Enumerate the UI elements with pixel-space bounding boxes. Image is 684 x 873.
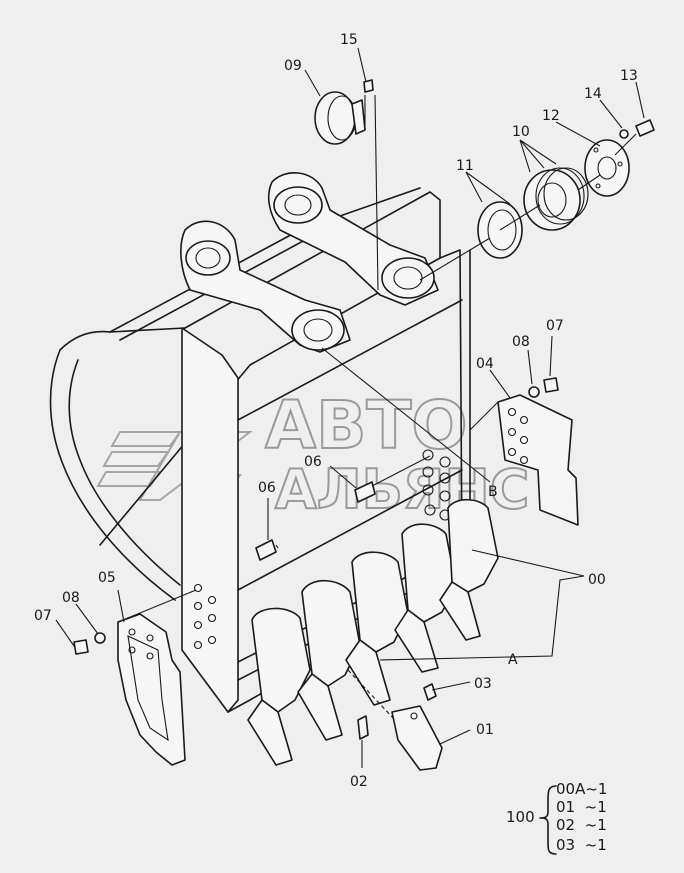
nut-07-left — [73, 639, 89, 655]
bolt-06-lower — [255, 539, 279, 561]
callout-leaders — [55, 47, 645, 768]
lug-boss-right — [381, 257, 435, 299]
tooth-5 — [439, 498, 499, 641]
callout-03: 03 — [474, 676, 492, 692]
teeth-set — [247, 498, 499, 771]
pin-02 — [357, 715, 369, 740]
callout-08-right: 08 — [512, 334, 530, 350]
callout-01: 01 — [476, 722, 494, 738]
legend-row-3: 02 ~1 — [556, 816, 607, 834]
kit-number: 100 — [506, 808, 535, 826]
washer-08-right — [528, 386, 540, 398]
callout-14: 14 — [584, 86, 602, 102]
kit-legend: 100 00A~1 01 ~1 02 ~1 03 ~1 — [506, 780, 607, 855]
nut-07-right — [543, 377, 559, 393]
lug-boss-left — [185, 240, 231, 276]
lock-03 — [423, 683, 437, 701]
watermark-line-1: АВТО — [265, 387, 468, 464]
callout-13: 13 — [620, 68, 638, 84]
plate-12 — [584, 139, 630, 197]
callout-12: 12 — [542, 108, 560, 124]
seal-cap-09 — [314, 91, 366, 145]
tooth-exploded — [391, 705, 443, 771]
washer-08-left — [94, 632, 106, 644]
callout-labels: 15 09 13 14 12 10 11 08 07 04 06 06 B 00… — [34, 32, 638, 790]
pin-15 — [363, 79, 374, 93]
callout-07-right: 07 — [546, 318, 564, 334]
bolt-06-upper — [354, 455, 431, 503]
callout-11: 11 — [456, 158, 474, 174]
legend-row-1: 00A~1 — [556, 780, 607, 798]
washer-14 — [619, 129, 629, 139]
watermark: АВТО АЛЬЯНС — [96, 386, 530, 522]
side-cutter-left-05 — [117, 613, 186, 766]
shims-10 — [523, 167, 589, 231]
callout-00: 00 — [588, 572, 606, 588]
callout-04: 04 — [476, 356, 494, 372]
bolt-13 — [635, 119, 655, 137]
lug-boss-upper — [273, 186, 323, 224]
legend-row-2: 01 ~1 — [556, 798, 607, 816]
callout-05: 05 — [98, 570, 116, 586]
callout-10: 10 — [512, 124, 530, 140]
callout-b: B — [488, 484, 498, 500]
callout-a: A — [508, 652, 518, 668]
legend-row-4: 03 ~1 — [556, 836, 607, 854]
callout-09: 09 — [284, 58, 302, 74]
callout-06-lower: 06 — [258, 480, 276, 496]
bucket-body — [49, 172, 471, 713]
callout-07-left: 07 — [34, 608, 52, 624]
callout-06-upper: 06 — [304, 454, 322, 470]
tooth-3 — [345, 551, 409, 706]
side-holes-right — [422, 449, 451, 521]
legend-brace — [539, 785, 557, 855]
callout-02: 02 — [350, 774, 368, 790]
callout-08-left: 08 — [62, 590, 80, 606]
tooth-1 — [247, 607, 311, 766]
side-cutter-right-04 — [497, 394, 579, 526]
side-holes-left — [193, 583, 217, 650]
lug-boss-lower — [291, 309, 345, 351]
callout-15: 15 — [340, 32, 358, 48]
